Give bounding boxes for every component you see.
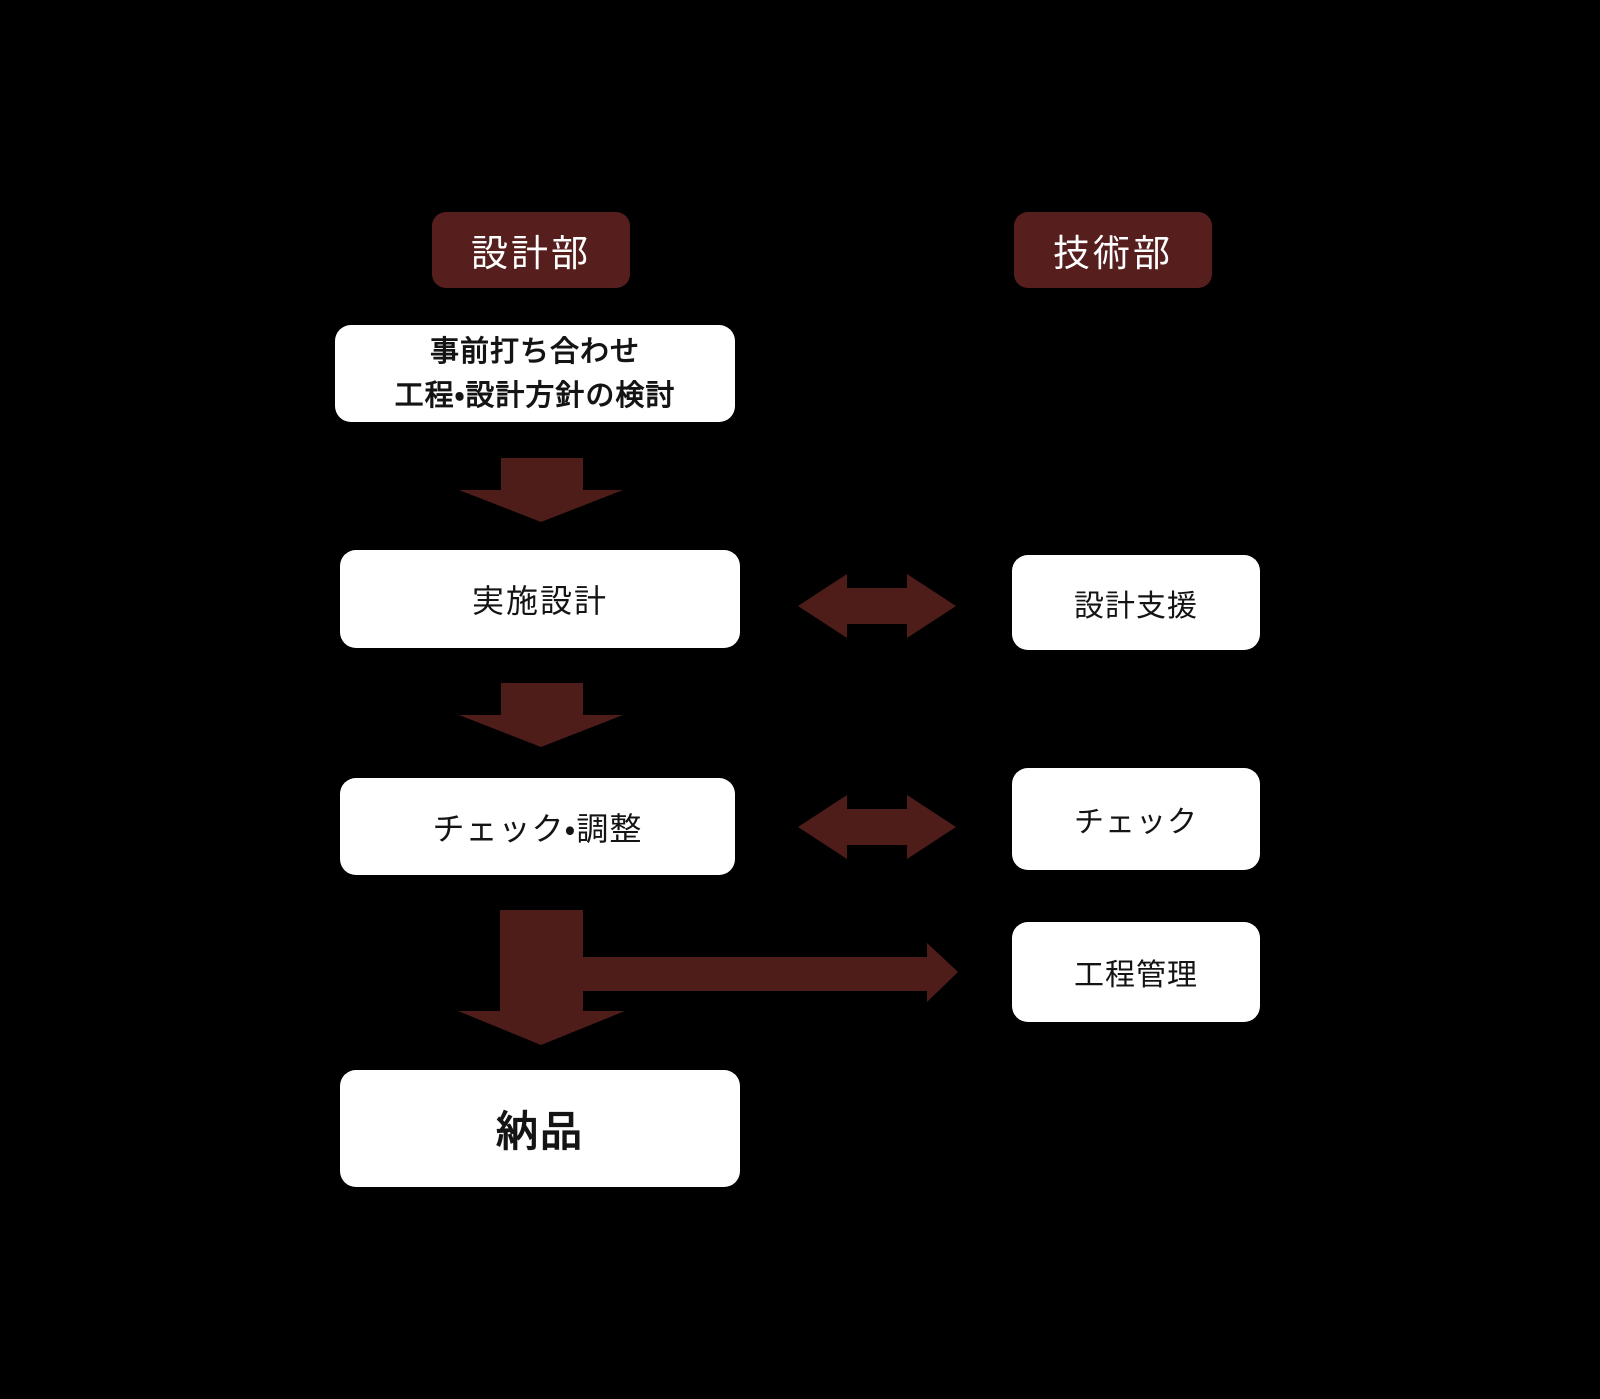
node-detailed-design: 実施設計 xyxy=(340,550,740,648)
node-delivery: 納品 xyxy=(340,1070,740,1187)
node-pre-meeting-line2: 工程・設計方針の検討 xyxy=(394,379,676,412)
node-pre-meeting: 事前打ち合わせ 工程・設計方針の検討 xyxy=(335,325,735,422)
down-arrow-branch-icon xyxy=(458,910,625,1045)
node-detailed-design-label: 実施設計 xyxy=(471,583,608,619)
header-tech-dept-label: 技術部 xyxy=(1053,234,1173,275)
node-check-label: チェック xyxy=(1074,806,1198,839)
node-design-support: 設計支援 xyxy=(1012,555,1260,650)
node-pre-meeting-line1: 事前打ち合わせ xyxy=(429,335,640,368)
header-design-dept: 設計部 xyxy=(432,212,630,288)
node-process-control-label: 工程管理 xyxy=(1074,959,1198,992)
header-design-dept-label: 設計部 xyxy=(471,234,591,275)
double-arrow-icon xyxy=(798,574,956,638)
right-arrow-icon xyxy=(583,943,958,1002)
node-check-adjust-label: チェック・調整 xyxy=(432,810,643,847)
node-check: チェック xyxy=(1012,768,1260,870)
double-arrow-icon xyxy=(798,795,956,859)
header-tech-dept: 技術部 xyxy=(1014,212,1212,288)
node-check-adjust: チェック・調整 xyxy=(340,778,735,875)
node-design-support-label: 設計支援 xyxy=(1074,589,1198,623)
node-delivery-label: 納品 xyxy=(495,1110,584,1156)
node-process-control: 工程管理 xyxy=(1012,922,1260,1022)
down-arrow-icon xyxy=(459,458,623,522)
down-arrow-icon xyxy=(459,683,623,747)
